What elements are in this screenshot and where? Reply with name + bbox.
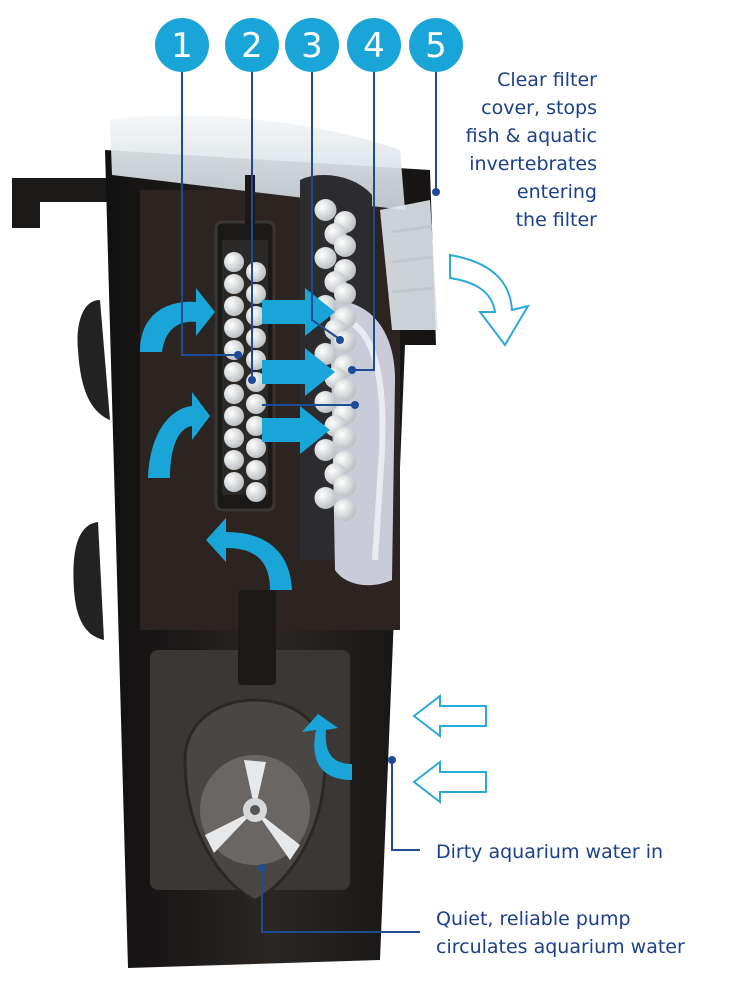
ceramic-ball bbox=[246, 482, 266, 502]
hanger-hook bbox=[12, 178, 120, 228]
cover-callout-line: the filter bbox=[515, 209, 597, 231]
curved-arrow-icon bbox=[148, 392, 210, 478]
ceramic-ball bbox=[314, 487, 337, 509]
cover-callout-line: invertebrates bbox=[469, 153, 597, 175]
pump-callout-line: Quiet, reliable pump bbox=[436, 908, 631, 930]
pump-callout-line: circulates aquarium water bbox=[436, 936, 685, 958]
ceramic-ball bbox=[224, 318, 244, 338]
marker-4: 4 bbox=[347, 18, 401, 72]
leader-line-pump bbox=[261, 868, 420, 933]
ceramic-ball bbox=[334, 235, 356, 257]
ceramic-ball bbox=[224, 252, 244, 272]
water-flow-arrows bbox=[140, 288, 352, 780]
ceramic-ball bbox=[224, 362, 244, 382]
leader-line-intake bbox=[391, 760, 420, 851]
cover-callout-line: cover, stops bbox=[481, 97, 597, 119]
outline-curved-arrow-icon bbox=[449, 253, 531, 347]
marker-1: 1 bbox=[155, 18, 209, 72]
outflow-arrow bbox=[449, 253, 531, 347]
curved-arrow-icon bbox=[140, 288, 215, 352]
marker-number: 3 bbox=[301, 26, 323, 66]
outline-left-arrow-icon bbox=[412, 759, 487, 805]
curved-arrow-icon bbox=[302, 714, 352, 780]
ceramic-ball bbox=[334, 427, 356, 449]
intake-callout-line: Dirty aquarium water in bbox=[436, 841, 664, 863]
marker-3: 3 bbox=[285, 18, 339, 72]
marker-number: 1 bbox=[171, 26, 193, 66]
marker-number: 2 bbox=[241, 26, 263, 66]
cover-callout-line: Clear filter bbox=[497, 69, 597, 91]
ceramic-ball bbox=[224, 274, 244, 294]
curved-arrow-icon bbox=[206, 518, 292, 590]
ceramic-ball bbox=[314, 439, 337, 461]
ceramic-ball bbox=[334, 475, 356, 497]
ceramic-ball bbox=[334, 283, 356, 305]
outline-left-arrow-icon bbox=[412, 693, 487, 739]
intake-callout: Dirty aquarium water in bbox=[436, 838, 663, 866]
cover-callout: Clear filter cover, stops fish & aquatic… bbox=[466, 66, 597, 234]
marker-circle bbox=[409, 18, 463, 72]
cover-callout-line: entering bbox=[516, 181, 597, 203]
inflow-arrows bbox=[412, 693, 487, 805]
cover-callout-line: fish & aquatic bbox=[465, 125, 597, 147]
right-arrow-icon bbox=[262, 348, 335, 396]
marker-circle bbox=[285, 18, 339, 72]
ceramic-ball bbox=[314, 199, 337, 221]
marker-circle bbox=[225, 18, 279, 72]
suction-cup-top bbox=[77, 300, 110, 420]
ceramic-ball bbox=[314, 391, 337, 413]
marker-2: 2 bbox=[225, 18, 279, 72]
ceramic-ball bbox=[246, 262, 266, 282]
ceramic-ball bbox=[314, 343, 337, 365]
pump-outlet-tube bbox=[238, 590, 276, 685]
marker-number: 5 bbox=[425, 26, 447, 66]
ceramic-ball bbox=[224, 384, 244, 404]
leader-lines bbox=[181, 60, 437, 933]
ceramic-ball bbox=[224, 296, 244, 316]
ceramic-ball bbox=[246, 438, 266, 458]
ceramic-ball bbox=[224, 428, 244, 448]
leader-line-4 bbox=[352, 60, 375, 371]
ceramic-ball bbox=[246, 416, 266, 436]
ceramic-ball bbox=[334, 499, 356, 521]
ceramic-ball bbox=[246, 328, 266, 348]
ceramic-ball bbox=[224, 406, 244, 426]
marker-circle bbox=[347, 18, 401, 72]
ceramic-rings-inner bbox=[224, 252, 266, 502]
marker-5: 5 bbox=[409, 18, 463, 72]
ceramic-ball bbox=[246, 394, 266, 414]
marker-circle bbox=[155, 18, 209, 72]
leader-line-1 bbox=[181, 60, 238, 356]
pump-callout: Quiet, reliable pump circulates aquarium… bbox=[436, 905, 685, 961]
leader-line-3 bbox=[311, 60, 339, 339]
ceramic-ball bbox=[224, 450, 244, 470]
right-arrow-icon bbox=[262, 406, 330, 454]
ceramic-ball bbox=[246, 460, 266, 480]
ceramic-ball bbox=[314, 247, 337, 269]
leader-dots bbox=[234, 188, 440, 872]
impeller-icon bbox=[205, 760, 300, 860]
ceramic-ball bbox=[224, 472, 244, 492]
marker-number: 4 bbox=[363, 26, 385, 66]
suction-cup-bottom bbox=[73, 522, 104, 640]
ceramic-ball bbox=[334, 379, 356, 401]
